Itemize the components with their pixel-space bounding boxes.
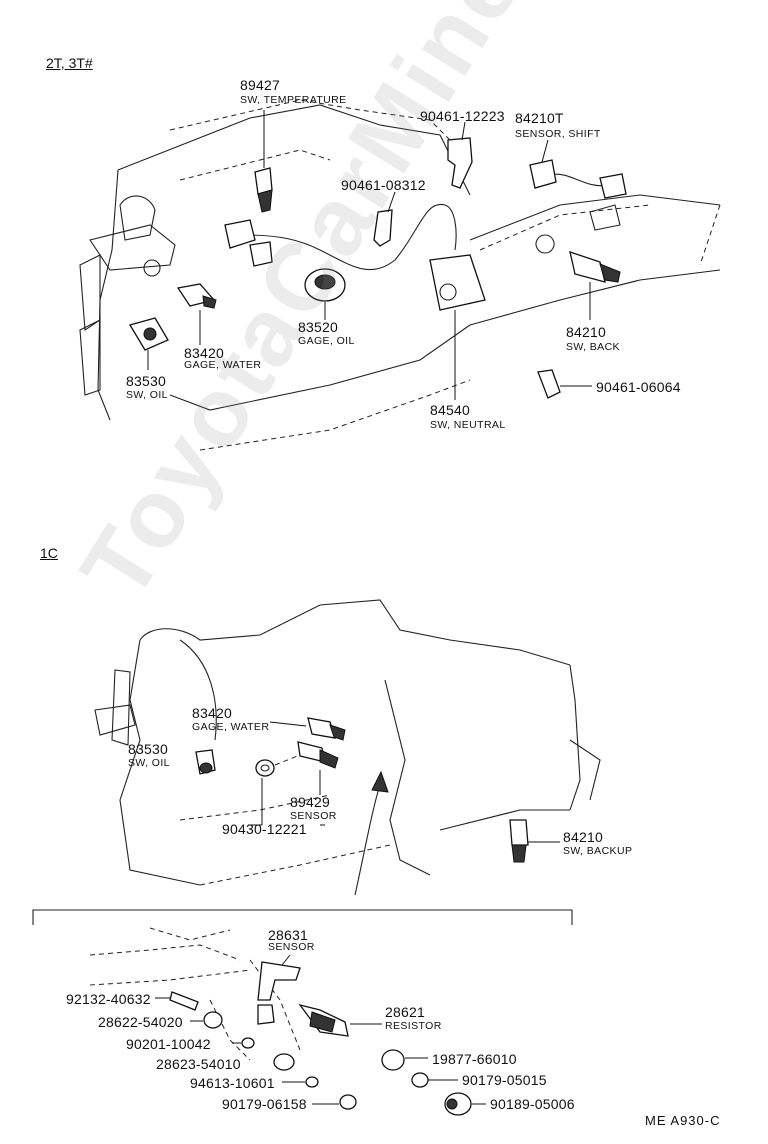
part-sensor-connector-top [224,219,273,267]
part-m89429-drawing [297,741,339,795]
part-83420-drawing [176,283,217,345]
part-d28622-drawing [190,1011,223,1029]
part-d94613-drawing [282,1076,319,1088]
part-d28623-drawing [273,1053,295,1071]
part-84540-number: 84540 [430,402,470,418]
part-83520-name: GAGE, OIL [298,335,355,347]
part-83420-number: 83420 [184,345,224,361]
part-90461-12223-drawing [447,121,473,189]
part-84540-name: SW, NEUTRAL [430,419,506,431]
part-89427-name: SW, TEMPERATURE [240,94,347,106]
part-m84210-name: SW, BACKUP [563,845,633,857]
part-84210T-name: SENSOR, SHIFT [515,128,601,140]
part-84540-drawing [429,254,486,400]
part-84210T-drawing [529,139,627,199]
part-m83530-number: 83530 [128,741,168,757]
part-84210T-number: 84210T [515,110,564,126]
part-83530-name: SW, OIL [126,389,168,401]
part-d90179-06158-number: 90179-06158 [222,1096,307,1112]
section-title-2t-3t: 2T, 3T# [46,55,93,71]
part-d28631-drawing [257,954,301,1025]
part-d19877-number: 19877-66010 [432,1051,517,1067]
part-90461-06064-drawing [537,369,592,399]
part-d90201-drawing [232,1037,255,1049]
part-d28623-number: 28623-54010 [156,1056,241,1072]
part-d90179-05015-number: 90179-05015 [462,1072,547,1088]
part-83420-name: GAGE, WATER [184,359,262,371]
part-89427-number: 89427 [240,77,280,93]
part-d28622-number: 28622-54020 [98,1014,183,1030]
part-m90430-drawing [248,754,325,826]
part-90461-06064-number: 90461-06064 [596,379,681,395]
part-m89429-number: 89429 [290,794,330,810]
part-90461-08312-number: 90461-08312 [341,177,426,193]
detail-arrow [354,770,389,896]
part-d94613-number: 94613-10601 [190,1075,275,1091]
part-d90179-06158-drawing [312,1094,357,1110]
wire-harness-top [244,203,457,271]
part-m83420-drawing [269,717,346,741]
part-d90201-number: 90201-10042 [126,1036,211,1052]
part-m84210-drawing [509,819,560,863]
part-83520-drawing [304,268,346,320]
part-84210-drawing [569,251,621,320]
part-d28631-number: 28631 [268,927,308,943]
part-d19877-drawing [381,1049,428,1071]
part-m84210-number: 84210 [563,829,603,845]
part-m83530-drawing [195,749,216,775]
part-83520-number: 83520 [298,319,338,335]
part-m83530-name: SW, OIL [128,757,170,769]
part-84210-number: 84210 [566,324,606,340]
part-83530-drawing [129,317,169,370]
part-d28631-name: SENSOR [268,941,315,953]
detail-background [89,927,301,1061]
part-89427-drawing [254,110,273,213]
part-d28621-name: RESISTOR [385,1020,442,1032]
part-m89429-name: SENSOR [290,810,337,822]
detail-bracket [32,909,573,925]
part-90461-12223-number: 90461-12223 [420,108,505,124]
part-90461-08312-drawing [373,191,396,247]
part-m90430-number: 90430-12221 [222,821,307,837]
part-d92132-number: 92132-40632 [66,991,151,1007]
part-83530-number: 83530 [126,373,166,389]
engine-outline-top [79,99,721,451]
section-title-1c: 1C [40,545,58,561]
engine-outline-middle [94,599,601,886]
part-d90189-number: 90189-05006 [490,1096,575,1112]
part-d28621-drawing [298,1003,382,1037]
part-d92132-drawing [155,991,199,1011]
figure-code: ME A930-C [645,1113,721,1128]
part-m83420-number: 83420 [192,705,232,721]
part-d90189-drawing [444,1092,486,1116]
part-d90179-05015-drawing [411,1072,458,1088]
part-84210-name: SW, BACK [566,341,620,353]
part-d28621-number: 28621 [385,1004,425,1020]
part-m83420-name: GAGE, WATER [192,721,270,733]
